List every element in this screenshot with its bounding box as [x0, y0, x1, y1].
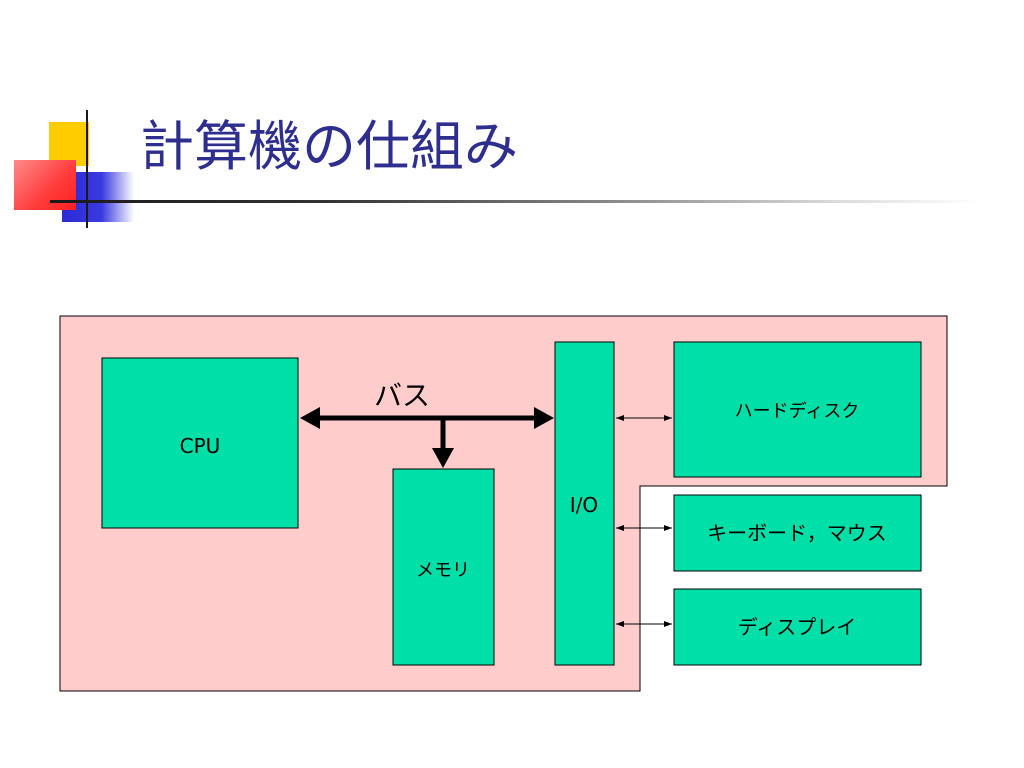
vertical-rule	[86, 110, 88, 228]
io-node: I/O	[554, 341, 615, 666]
cpu-node: CPU	[101, 357, 299, 529]
yellow-square-decoration	[49, 122, 89, 166]
memory-node: メモリ	[392, 468, 495, 666]
display-node: ディスプレイ	[673, 588, 922, 666]
io-label: I/O	[570, 493, 598, 517]
hard-disk-label: ハードディスク	[735, 401, 860, 422]
keyboard-mouse-label: キーボード，マウス	[707, 521, 887, 545]
hard-disk-node: ハードディスク	[673, 341, 922, 478]
display-label: ディスプレイ	[738, 615, 857, 639]
cpu-label: CPU	[180, 434, 221, 458]
memory-label: メモリ	[416, 560, 470, 581]
keyboard-mouse-node: キーボード，マウス	[673, 494, 922, 572]
bus-label: バス	[374, 379, 430, 412]
slide-title: 計算機の仕組み	[140, 115, 518, 178]
bus-arrow	[300, 407, 554, 429]
bus-to-memory-arrow	[432, 418, 454, 468]
title-underline	[50, 200, 980, 203]
